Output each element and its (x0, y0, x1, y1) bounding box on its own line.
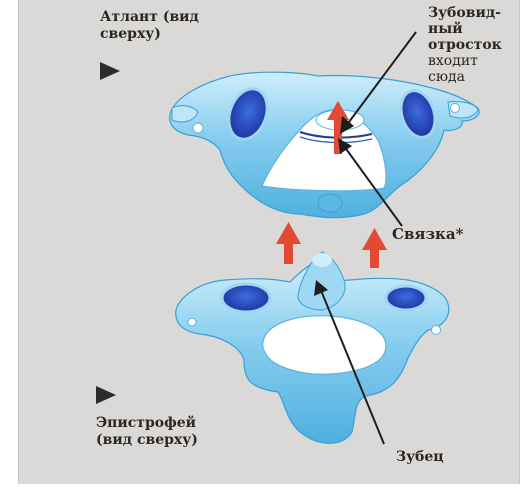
atlas-label-line1: Атлант (вид (100, 10, 199, 25)
red-up-arrow-icon (276, 222, 301, 264)
odontoid-label-line1: Зубовид- (428, 6, 501, 21)
triangle-pointer-icon (100, 62, 120, 80)
axis-vertebral-foramen (263, 316, 386, 375)
axis-right-facet (386, 286, 426, 310)
dens-label: Зубец (396, 450, 444, 465)
ligament-label: Связка* (392, 227, 463, 242)
triangle-pointer-icon (96, 386, 116, 404)
odontoid-label-line2: ный (428, 22, 463, 37)
atlas-label-line2: сверху) (100, 27, 161, 42)
odontoid-label-line4: входит (428, 54, 478, 69)
odontoid-label-line5: сюда (428, 70, 465, 85)
axis-label-line2: (вид сверху) (96, 433, 198, 448)
axis-label-line1: Эпистрофей (96, 416, 196, 431)
red-up-arrow-icon (362, 228, 387, 268)
axis-vertebra (176, 252, 449, 443)
odontoid-label-line3: отросток (428, 38, 502, 53)
axis-left-facet (222, 284, 270, 312)
atlas-vertebra (170, 72, 479, 217)
